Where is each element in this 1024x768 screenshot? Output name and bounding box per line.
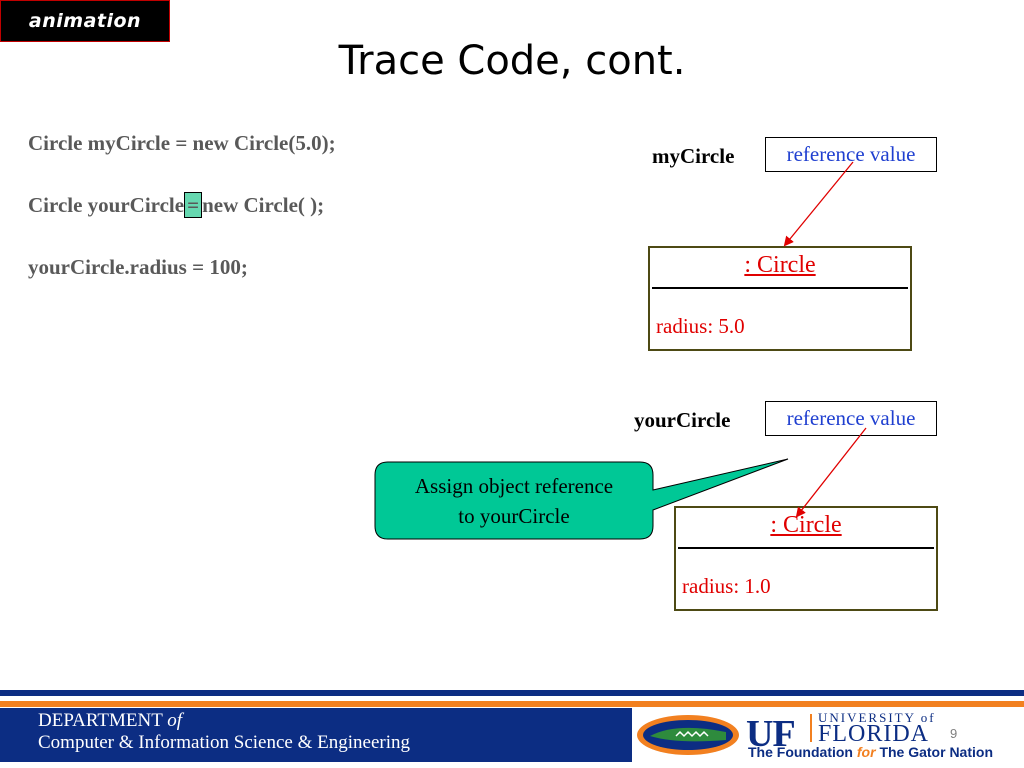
department-of: of [167, 710, 183, 731]
code-line-2-lhs: Circle yourCircle [28, 193, 185, 217]
code-line-2-rhs: new Circle( ); [202, 193, 325, 217]
tagline-part-1: The Foundation [748, 744, 853, 760]
callout-text: Assign object reference to yourCircle [376, 465, 652, 537]
footer-stripe-orange [0, 701, 1024, 707]
code-line-3: yourCircle.radius = 100; [28, 255, 248, 279]
yourcircle-object-title: : Circle [770, 512, 842, 538]
mycircle-radius-field: radius: 5.0 [656, 314, 745, 338]
yourcircle-object-box: : Circle radius: 1.0 [674, 506, 938, 611]
gator-nation-tagline: The Foundation for The Gator Nation [748, 744, 993, 760]
object-divider [652, 287, 908, 289]
assignment-highlight: = [184, 192, 203, 218]
callout-line-1: Assign object reference [414, 474, 614, 498]
callout-bubble [374, 458, 789, 540]
footer-logo-area: UF UNIVERSITY of FLORIDA The Foundation … [632, 708, 1024, 762]
yourcircle-reference-arrow [795, 427, 867, 518]
department-line-2: Computer & Information Science & Enginee… [38, 732, 410, 753]
animation-tag: animation [0, 0, 170, 42]
uf-logo-text: UF [746, 713, 796, 755]
university-of-text: UNIVERSITY of [818, 710, 936, 725]
logo-divider [810, 714, 812, 742]
object-divider [678, 547, 934, 549]
yourcircle-reference-box: reference value [765, 401, 937, 436]
department-word: DEPARTMENT [38, 710, 163, 731]
footer-department-banner: DEPARTMENT of Computer & Information Sci… [0, 708, 632, 762]
gator-logo-icon [637, 715, 739, 755]
yourcircle-label: yourCircle [634, 408, 731, 432]
slide-number: 9 [950, 726, 958, 741]
slide-title: Trace Code, cont. [338, 38, 686, 84]
tagline-part-3: The Gator Nation [879, 744, 993, 760]
mycircle-label: myCircle [652, 144, 735, 168]
mycircle-object-title: : Circle [744, 252, 816, 278]
code-line-2: Circle yourCircle=new Circle( ); [28, 192, 325, 218]
footer-stripe-blue [0, 690, 1024, 696]
yourcircle-radius-field: radius: 1.0 [682, 574, 771, 598]
mycircle-reference-arrow [783, 161, 854, 247]
tagline-part-2: for [856, 744, 876, 760]
mycircle-reference-box: reference value [765, 137, 937, 172]
department-line-1: DEPARTMENT of [38, 710, 182, 732]
florida-text: FLORIDA [818, 721, 930, 747]
callout-line-2: to yourCircle [458, 504, 570, 528]
code-line-1: Circle myCircle = new Circle(5.0); [28, 131, 336, 155]
mycircle-object-box: : Circle radius: 5.0 [648, 246, 912, 351]
